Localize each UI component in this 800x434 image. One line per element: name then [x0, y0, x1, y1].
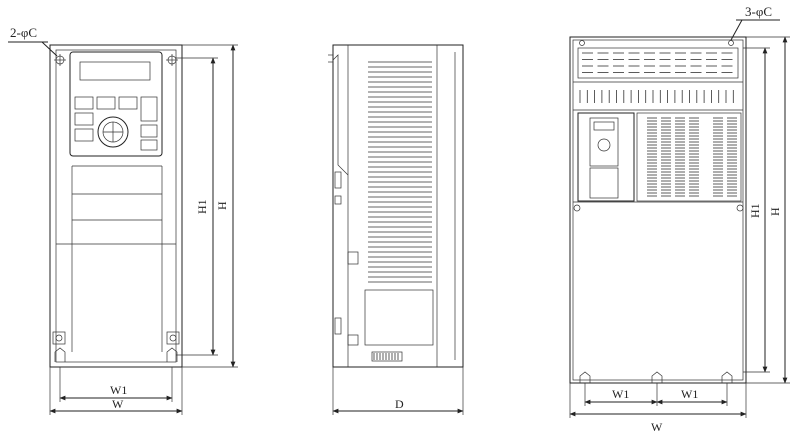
side-view: D	[328, 44, 464, 415]
dim-w1-small: W1	[110, 383, 127, 397]
dim-w1-left-large: W1	[612, 387, 629, 401]
side-bottom-grille	[373, 353, 399, 360]
horizontal-vent-row	[579, 90, 734, 103]
dim-h-large: H	[768, 207, 782, 216]
keypad-module-large	[577, 112, 635, 202]
top-vent-grid	[582, 52, 733, 73]
bottom-screw-right	[166, 331, 180, 345]
dim-w1-right-large: W1	[681, 387, 698, 401]
dim-h1-large: H1	[748, 203, 762, 218]
keypad-panel	[69, 51, 163, 157]
vertical-vent-block	[647, 117, 737, 197]
hole-callout-small: 2-φC	[10, 25, 37, 40]
side-vent-slats	[368, 61, 432, 283]
dim-w-small: W	[112, 397, 124, 411]
hole-callout-large: 3-φC	[745, 4, 772, 19]
front-view-small: 2-φC H1 H W1 W	[8, 25, 238, 415]
dim-h-small: H	[215, 201, 229, 210]
dim-h1-small: H1	[195, 199, 209, 214]
dim-w-large: W	[651, 420, 663, 434]
front-view-large: 3-φC H1 H W1 W1 W	[569, 4, 790, 434]
mounting-hole-top-left	[54, 54, 66, 66]
dim-d: D	[395, 397, 404, 411]
mounting-hole-top-right	[166, 54, 178, 66]
bottom-screw-left	[52, 331, 66, 345]
